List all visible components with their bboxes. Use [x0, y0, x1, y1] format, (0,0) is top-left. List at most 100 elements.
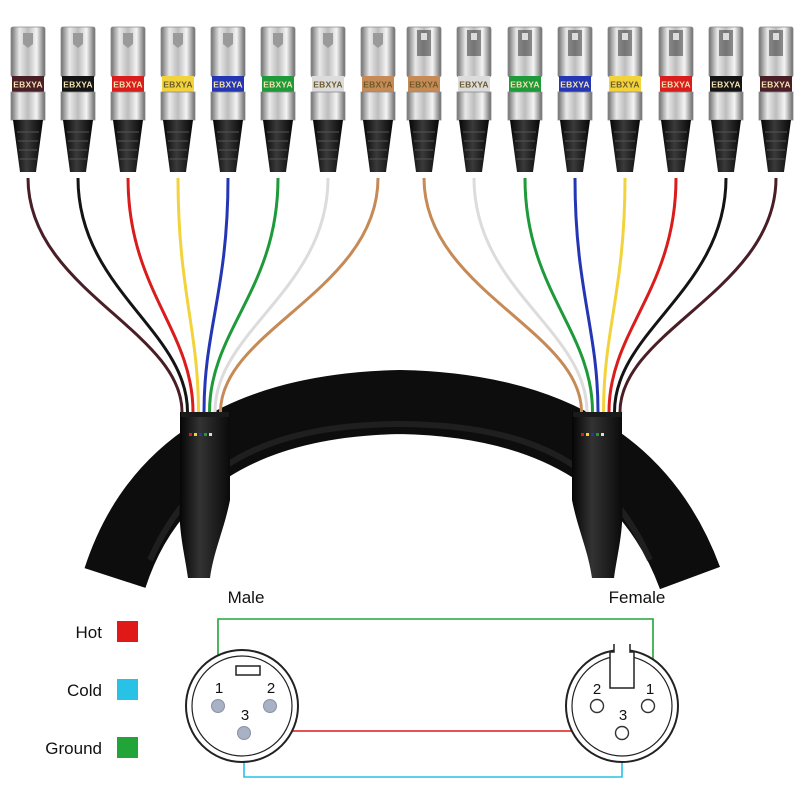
fan-wire-right	[472, 177, 589, 413]
male-pin-1-label: 1	[215, 680, 223, 697]
sleeve-dot	[596, 433, 599, 436]
fan-wire-left	[219, 177, 380, 413]
latch-slot	[467, 30, 481, 56]
female-pin-1-label: 1	[646, 681, 654, 698]
brand-label: EBXYA	[711, 80, 741, 90]
female-label: Female	[609, 588, 666, 607]
left-fan-wires	[26, 177, 380, 413]
female-socket-3	[614, 725, 630, 741]
latch-button	[723, 33, 729, 40]
brand-label: EBXYA	[560, 80, 590, 90]
fan-wire-right	[618, 177, 778, 413]
latch-slot	[417, 30, 431, 56]
fan-wire-right	[602, 177, 627, 413]
strain-relief-boot	[761, 120, 791, 172]
fan-wire-left	[202, 177, 230, 413]
color-band	[12, 76, 44, 92]
fan-wire-right	[613, 177, 728, 413]
fan-wire-right	[523, 177, 594, 413]
sleeve-dot	[209, 433, 212, 436]
color-band	[458, 76, 490, 92]
latch-slot	[618, 30, 632, 56]
ground-wire-line	[217, 618, 654, 687]
female-socket-2	[589, 698, 605, 714]
female-xlr-plug: EBXYA	[456, 26, 492, 172]
brand-label: EBXYA	[761, 80, 791, 90]
male-label: Male	[228, 588, 265, 607]
legend-label-hot: Hot	[76, 623, 103, 642]
sleeve-dot	[601, 433, 604, 436]
brand-label: EBXYA	[313, 80, 343, 90]
latch-button	[773, 33, 779, 40]
connector-neck	[557, 91, 593, 121]
fan-wire-left	[26, 177, 184, 413]
male-pin-2-label: 2	[267, 680, 275, 697]
strain-relief-boot	[610, 120, 640, 172]
strain-relief-boot	[363, 120, 393, 172]
female-latch-tab	[609, 644, 635, 689]
latch-shield	[123, 33, 133, 48]
female-xlr-plug: EBXYA	[557, 26, 593, 172]
male-xlr-face-diagram: 1 2 3	[185, 649, 299, 763]
color-band	[312, 76, 344, 92]
brand-label: EBXYA	[163, 80, 193, 90]
strain-relief-boot	[459, 120, 489, 172]
female-xlr-face-diagram: 2 1 3	[565, 644, 679, 763]
latch-button	[522, 33, 528, 40]
brand-label: EBXYA	[63, 80, 93, 90]
xlr-connector-row: EBXYA EBXYA EBXYA EBXYA EBXYA EBXYA EBXYA EBXYA…	[10, 26, 794, 172]
strain-relief-boot	[661, 120, 691, 172]
latch-shield	[223, 33, 233, 48]
brand-label: EBXYA	[363, 80, 393, 90]
color-band	[162, 76, 194, 92]
female-pin-2-label: 2	[593, 681, 601, 698]
latch-shield	[373, 33, 383, 48]
sleeve-dot	[581, 433, 584, 436]
strain-relief-boot	[113, 120, 143, 172]
brand-label: EBXYA	[661, 80, 691, 90]
male-pin-3	[237, 726, 251, 740]
fan-wire-left	[208, 177, 280, 413]
brand-label: EBXYA	[213, 80, 243, 90]
male-key-notch	[235, 665, 261, 676]
strain-relief-boot	[560, 120, 590, 172]
latch-button	[622, 33, 628, 40]
connector-neck	[607, 91, 643, 121]
hot-wire-line	[269, 707, 598, 732]
latch-slot	[719, 30, 733, 56]
male-xlr-plug: EBXYA	[10, 26, 46, 172]
latch-slot	[769, 30, 783, 56]
fan-wire-left	[126, 177, 195, 413]
female-pin-3-label: 3	[619, 707, 627, 724]
sleeve-dot	[586, 433, 589, 436]
brand-label: EBXYA	[459, 80, 489, 90]
fan-wire-left	[76, 177, 189, 413]
male-pin-3-label: 3	[241, 707, 249, 724]
connector-neck	[708, 91, 744, 121]
latch-shield	[73, 33, 83, 48]
latch-button	[572, 33, 578, 40]
color-band	[362, 76, 394, 92]
connector-neck	[210, 91, 246, 121]
brand-label: EBXYA	[409, 80, 439, 90]
latch-shield	[23, 33, 33, 48]
connector-neck	[110, 91, 146, 121]
male-xlr-plug: EBXYA	[110, 26, 146, 172]
trunk-cable-coil	[84, 369, 721, 590]
color-band	[760, 76, 792, 92]
right-splitter-sleeve	[572, 412, 623, 578]
strain-relief-boot	[510, 120, 540, 172]
color-band	[112, 76, 144, 92]
latch-slot	[669, 30, 683, 56]
male-pin-1	[211, 699, 225, 713]
color-band	[212, 76, 244, 92]
legend-label-ground: Ground	[45, 739, 102, 758]
strain-relief-boot	[409, 120, 439, 172]
wiring-legend: Hot Cold Ground	[45, 621, 138, 758]
female-xlr-plug: EBXYA	[658, 26, 694, 172]
strain-relief-boot	[213, 120, 243, 172]
brand-label: EBXYA	[610, 80, 640, 90]
cold-wire-line	[243, 733, 623, 778]
strain-relief-boot	[163, 120, 193, 172]
color-band	[710, 76, 742, 92]
